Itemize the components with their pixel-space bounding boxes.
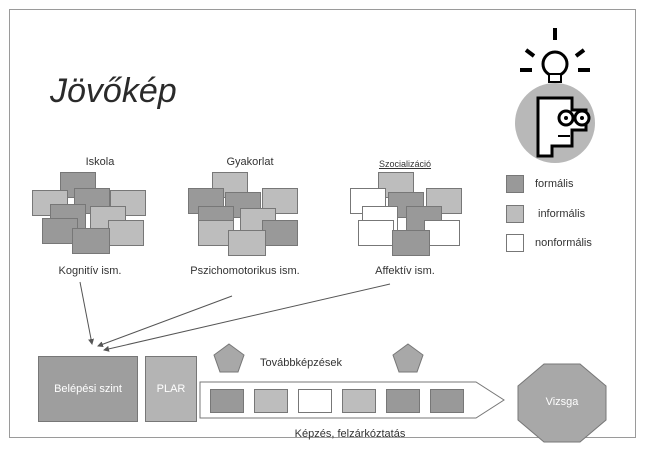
legend-swatch-formal <box>506 175 524 193</box>
column-heading-gyakorlat: Gyakorlat <box>226 156 274 168</box>
entry-level-box: Belépési szint <box>38 356 138 422</box>
slide-frame <box>9 9 636 438</box>
column-heading-iskola: Iskola <box>85 156 115 168</box>
column-caption-affective: Affektív ism. <box>375 265 435 277</box>
training-step-box <box>386 389 420 413</box>
column-caption-cognitive: Kognitív ism. <box>58 265 122 277</box>
column-heading-szocializacio: Szocializáció <box>378 159 432 169</box>
pentagon-left-icon <box>213 343 245 373</box>
exam-label: Vizsga <box>545 396 579 408</box>
training-step-box <box>430 389 464 413</box>
legend-swatch-nonformal <box>506 234 524 252</box>
plar-box: PLAR <box>145 356 197 422</box>
slide-title: Jövőkép <box>50 72 177 110</box>
training-step-box <box>254 389 288 413</box>
training-step-box <box>342 389 376 413</box>
legend-label-formal: formális <box>535 178 574 190</box>
pentagon-right-icon <box>392 343 424 373</box>
training-label: Képzés, felzárkóztatás <box>294 428 406 440</box>
exam-octagon-icon <box>517 363 607 443</box>
training-step-box <box>210 389 244 413</box>
training-step-box <box>298 389 332 413</box>
continuing-education-label: Továbbképzések <box>260 357 342 369</box>
legend-label-informal: informális <box>538 208 586 220</box>
legend-swatch-informal <box>506 205 524 223</box>
lightbulb-thinker-icon <box>515 28 595 163</box>
column-caption-psychomotor: Pszichomotorikus ism. <box>190 265 300 277</box>
legend-label-nonformal: nonformális <box>535 237 592 249</box>
